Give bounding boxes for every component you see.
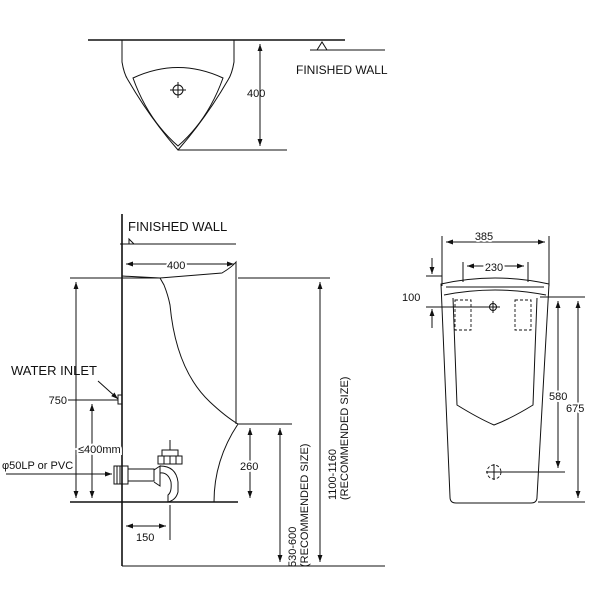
total-height-label: 1100-1160 xyxy=(327,449,339,500)
outlet-max-label: ≤400mm xyxy=(78,444,121,456)
side-view: FINISHED WALL 400 750 ≤400mm WATER INLET… xyxy=(2,214,385,567)
inlet-height-label: 750 xyxy=(49,395,67,407)
rim-height-label: 530-600 xyxy=(287,527,299,567)
top-depth-label: 400 xyxy=(247,88,265,100)
total-height-note: (RECOMMENDED SIZE) xyxy=(339,377,351,500)
side-depth-label: 400 xyxy=(167,260,185,272)
trap-bend xyxy=(159,465,179,503)
trap-cap xyxy=(161,449,179,457)
water-inlet-label: WATER INLET xyxy=(11,363,97,378)
front-width-label: 385 xyxy=(475,231,493,243)
urinal-body-rear xyxy=(159,260,237,424)
outlet-flange xyxy=(113,465,129,485)
side-finished-wall-label: FINISHED WALL xyxy=(128,219,227,234)
outlet-offset-label: 150 xyxy=(136,532,154,544)
left-bracket-hidden xyxy=(454,299,472,331)
top-bowl-inner xyxy=(132,67,224,147)
front-rim-curve xyxy=(443,289,547,296)
outlet-pipe-label: φ50LP or PVC xyxy=(2,460,73,472)
front-bowl-outline xyxy=(452,297,538,426)
water-inlet-fitting xyxy=(117,394,123,405)
water-inlet-leader xyxy=(97,380,119,400)
top-view: 400 FINISHED WALL xyxy=(88,39,388,151)
trap-assembly xyxy=(113,440,183,503)
front-bowl-height-label: 580 xyxy=(549,391,567,403)
lip-height-label: 260 xyxy=(240,461,258,473)
front-inner-width-label: 230 xyxy=(485,262,503,274)
outlet-pipe-segment xyxy=(127,468,155,482)
top-wall-marker-icon xyxy=(316,41,328,51)
front-top-band-label: 100 xyxy=(402,292,420,304)
front-body-outline xyxy=(440,277,550,504)
side-wall-marker-icon xyxy=(128,237,136,245)
top-finished-wall-label: FINISHED WALL xyxy=(296,63,388,77)
front-total-height-label: 675 xyxy=(566,403,584,415)
rim-height-note: (RECOMMENDED SIZE) xyxy=(299,444,311,567)
urinal-body-front xyxy=(121,275,239,503)
right-bracket-hidden xyxy=(514,299,532,331)
front-view: 385 230 100 580 675 xyxy=(402,229,586,504)
outlet-coupling xyxy=(153,465,161,487)
